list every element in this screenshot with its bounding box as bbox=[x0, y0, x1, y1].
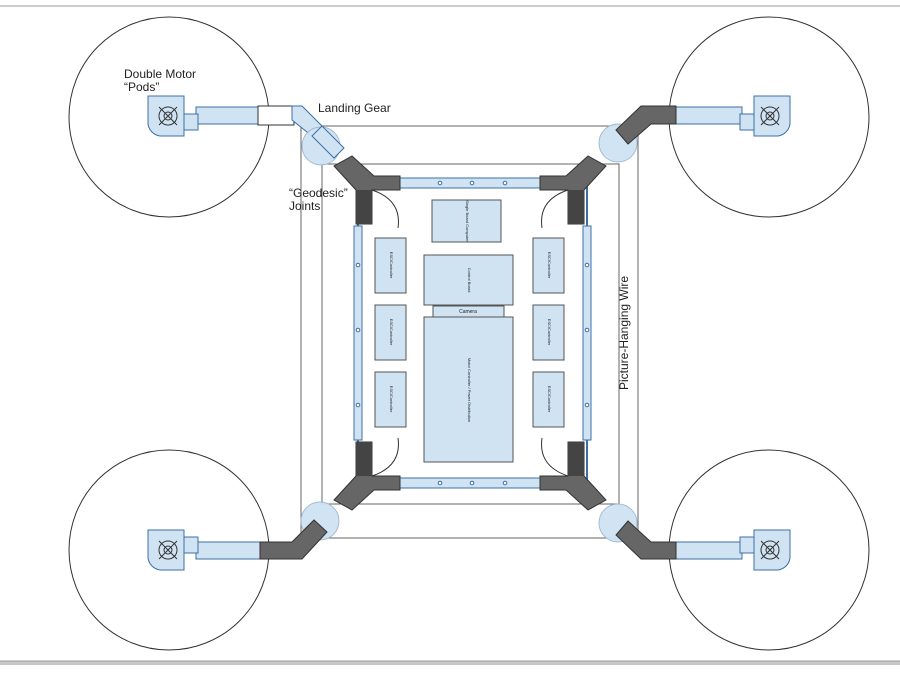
double-motor-label-line2: “Pods” bbox=[124, 80, 160, 94]
motor-pod-bottom-right bbox=[753, 529, 791, 571]
top-module-label: Single Board Computer bbox=[465, 200, 470, 242]
electronics bbox=[374, 199, 565, 463]
motor-icon bbox=[760, 540, 780, 560]
esc-right-2 bbox=[532, 304, 565, 361]
top-module bbox=[431, 199, 502, 243]
picture-hanging-wire-label: Picture-Hanging Wire bbox=[617, 275, 631, 390]
joint-shading bbox=[356, 190, 584, 476]
motor-pod-bottom-left bbox=[147, 529, 185, 571]
camera-label: Camera bbox=[459, 309, 477, 315]
esc-right-1 bbox=[532, 237, 565, 294]
double-motor-label-line1: Double Motor bbox=[124, 67, 197, 81]
motor-icons bbox=[158, 106, 780, 560]
esc-left-1 bbox=[374, 237, 407, 294]
main-module-label: Motor Controller / Power Distribution bbox=[467, 358, 472, 422]
motor-icon bbox=[760, 106, 780, 126]
control-board bbox=[423, 254, 514, 306]
arm-connectors bbox=[259, 105, 677, 560]
picture-hanging-wire bbox=[300, 125, 639, 539]
motor-pods bbox=[147, 95, 791, 571]
esc-label: ESC/Controller bbox=[547, 319, 552, 346]
motor-pod-top-left bbox=[147, 95, 185, 137]
motor-icon bbox=[158, 106, 178, 126]
esc-right-3 bbox=[532, 371, 565, 428]
control-board-label: Control Board bbox=[467, 268, 472, 293]
motor-pod-top-right bbox=[753, 95, 791, 137]
main-module bbox=[423, 316, 514, 463]
arm-link-top-left bbox=[311, 125, 345, 159]
esc-label: ESC/Controller bbox=[389, 252, 394, 279]
esc-label: ESC/Controller bbox=[547, 386, 552, 413]
esc-label: ESC/Controller bbox=[547, 252, 552, 279]
esc-label: ESC/Controller bbox=[389, 386, 394, 413]
esc-label: ESC/Controller bbox=[389, 319, 394, 346]
geodesic-joints-label-line1: “Geodesic” bbox=[289, 186, 348, 200]
geodesic-joints-label-line2: Joints bbox=[289, 199, 321, 213]
esc-left-2 bbox=[374, 304, 407, 361]
esc-left-3 bbox=[374, 371, 407, 428]
landing-gear-label: Landing Gear bbox=[318, 101, 391, 115]
motor-icon bbox=[158, 540, 178, 560]
